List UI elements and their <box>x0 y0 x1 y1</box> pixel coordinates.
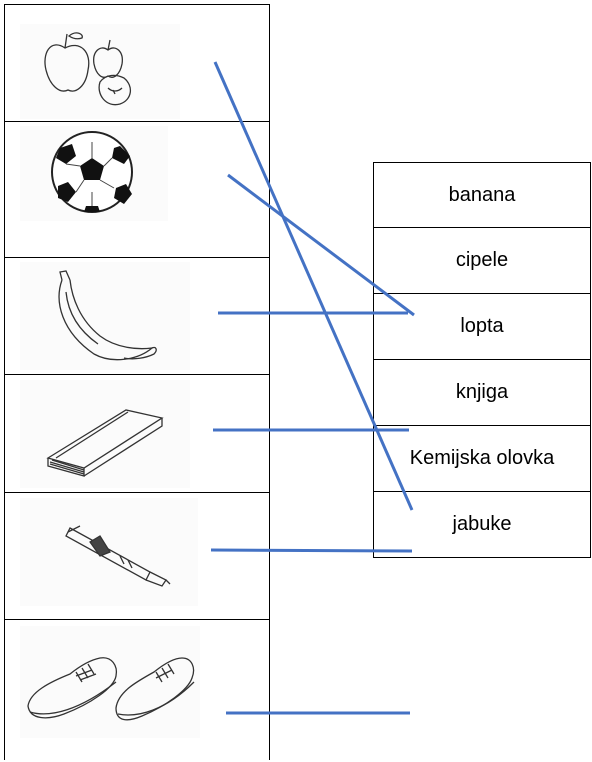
pictures-table <box>4 4 270 760</box>
match-line-ball-lopta[interactable] <box>227 173 415 317</box>
banana-icon <box>20 262 190 370</box>
word-jabuke: jabuke <box>374 491 590 557</box>
row-divider <box>4 257 270 258</box>
row-divider <box>4 374 270 375</box>
apples-icon <box>20 24 180 119</box>
row-divider <box>4 619 270 620</box>
pen-icon <box>20 498 198 606</box>
match-line-pen[interactable] <box>210 548 413 553</box>
row-divider <box>4 492 270 493</box>
row-divider <box>4 121 270 122</box>
sneakers-icon <box>20 626 200 738</box>
words-table: banana cipele lopta knjiga Kemijska olov… <box>373 162 591 558</box>
word-banana: banana <box>448 183 516 206</box>
row-divider <box>4 4 270 5</box>
soccer-ball-icon <box>20 126 168 221</box>
word-kemijska-olovka: Kemijska olovka <box>374 425 590 491</box>
match-line-apples-jabuke[interactable] <box>213 61 414 511</box>
word-cipele: cipele <box>374 227 590 293</box>
word-knjiga: knjiga <box>374 359 590 425</box>
word-lopta: lopta <box>374 293 590 359</box>
book-icon <box>20 380 190 488</box>
